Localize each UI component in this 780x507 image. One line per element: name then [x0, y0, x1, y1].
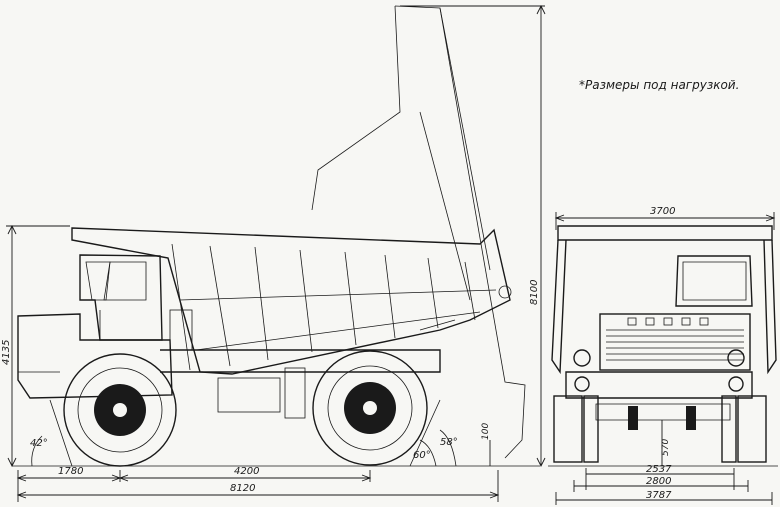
angle-approach: 42°	[30, 438, 48, 449]
cab	[79, 254, 163, 341]
headlight-right	[727, 349, 745, 367]
dim-total-width: 3787	[646, 490, 672, 501]
dim-track-front: 2537	[646, 464, 672, 475]
front-view-wheels	[553, 395, 767, 463]
tipped-body-outline	[311, 5, 526, 459]
dim-ground-clearance: 100	[481, 423, 491, 440]
front-wheel	[63, 353, 177, 467]
angle-departure: 60°	[413, 450, 431, 461]
loaded-dimensions-note: *Размеры под нагрузкой.	[579, 78, 740, 92]
approach-angle-line	[49, 399, 73, 467]
dim-axle-clearance: 570	[661, 439, 671, 456]
front-cab	[675, 255, 753, 307]
front-grille	[599, 313, 751, 371]
dim-wheelbase: 4200	[234, 466, 259, 477]
dim-tipped-height: 8100	[529, 280, 540, 305]
rear-wheel	[312, 350, 428, 466]
dim-track-outer: 2800	[646, 476, 671, 487]
front-bumper	[565, 371, 753, 399]
front-body-top	[557, 225, 773, 241]
dim-overall-height: 4135	[1, 340, 12, 365]
dim-overall-width: 3700	[650, 206, 675, 217]
hood	[17, 309, 193, 399]
dump-body	[71, 227, 512, 375]
angle-tipping: 58°	[440, 437, 458, 448]
side-view: 4135 8100 100 42° 60° 58° 1780 4200 8120	[1, 4, 546, 502]
chassis	[160, 319, 456, 419]
front-view: 3700 570 2537 2800 3787	[548, 206, 778, 505]
headlight-left	[573, 349, 591, 367]
dim-front-overhang: 1780	[58, 466, 83, 477]
departure-angle-line	[409, 399, 441, 467]
dim-overall-length: 8120	[230, 483, 255, 494]
